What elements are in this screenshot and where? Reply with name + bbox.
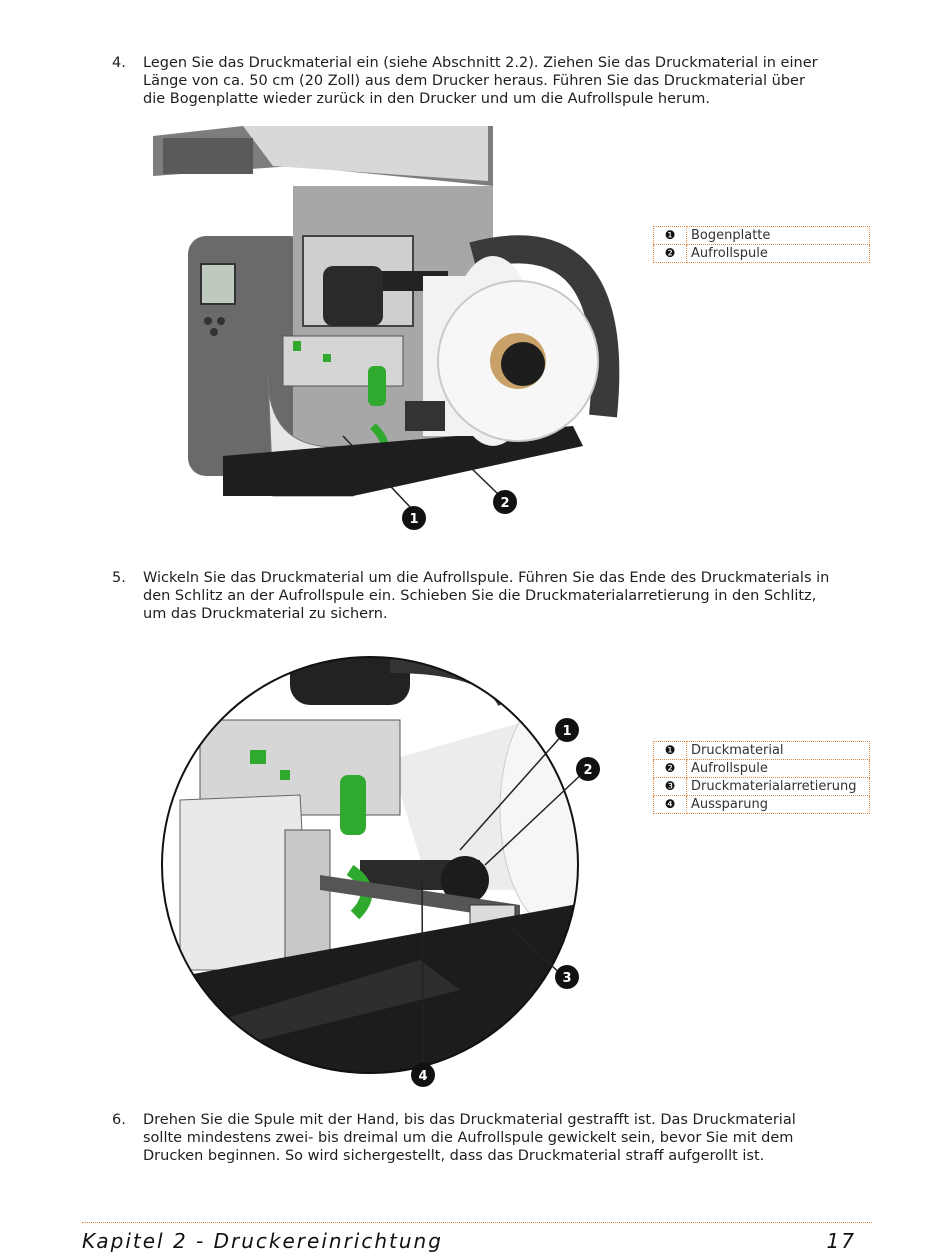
step-text: Drehen Sie die Spule mit der Hand, bis d… [143,1112,796,1164]
legend-number: ❶ [653,226,687,245]
legend-label: Aussparung [686,795,870,814]
footer-divider [82,1222,872,1223]
legend-figure-1: ❶ Bogenplatte ❷ Aufrollspule [653,226,870,263]
legend-label: Druckmaterial [686,741,870,760]
legend-label: Bogenplatte [686,226,870,245]
legend-number: ❹ [653,795,687,814]
legend-row: ❸ Druckmaterialarretierung [653,777,870,796]
step-4: 4. Legen Sie das Druckmaterial ein (sieh… [112,54,882,108]
step-number: 4. [112,55,126,71]
legend-number: ❷ [653,759,687,778]
callout-2: 2 [576,757,600,781]
legend-row: ❹ Aussparung [653,795,870,814]
callout-3: 3 [555,965,579,989]
legend-row: ❷ Aufrollspule [653,244,870,263]
legend-number: ❷ [653,244,687,263]
legend-label: Aufrollspule [686,244,870,263]
legend-number: ❸ [653,777,687,796]
callout-4: 4 [411,1063,435,1087]
legend-row: ❷ Aufrollspule [653,759,870,778]
svg-text:3: 3 [562,971,571,986]
printer-rewinder-illustration: 1 2 [143,126,620,530]
svg-text:1: 1 [562,724,571,739]
callout-1: 1 [402,506,426,530]
svg-text:1: 1 [409,512,418,527]
step-number: 6. [112,1112,126,1128]
legend-label: Druckmaterialarretierung [686,777,870,796]
legend-row: ❶ Bogenplatte [653,226,870,245]
page-number: 17 [826,1229,856,1253]
spool-detail-illustration: 1 2 3 4 [160,640,600,1092]
callout-1: 1 [555,718,579,742]
legend-number: ❶ [653,741,687,760]
step-number: 5. [112,570,126,586]
svg-text:4: 4 [418,1069,427,1084]
step-6: 6. Drehen Sie die Spule mit der Hand, bi… [112,1111,882,1165]
step-text: Wickeln Sie das Druckmaterial um die Auf… [143,570,830,622]
legend-figure-2: ❶ Druckmaterial ❷ Aufrollspule ❸ Druckma… [653,741,870,814]
callout-2: 2 [493,490,517,514]
footer-chapter-title: Kapitel 2 - Druckereinrichtung [82,1229,443,1253]
step-text: Legen Sie das Druckmaterial ein (siehe A… [143,55,818,107]
legend-label: Aufrollspule [686,759,870,778]
svg-text:2: 2 [500,496,509,511]
step-5: 5. Wickeln Sie das Druckmaterial um die … [112,569,882,623]
svg-text:2: 2 [583,763,592,778]
legend-row: ❶ Druckmaterial [653,741,870,760]
